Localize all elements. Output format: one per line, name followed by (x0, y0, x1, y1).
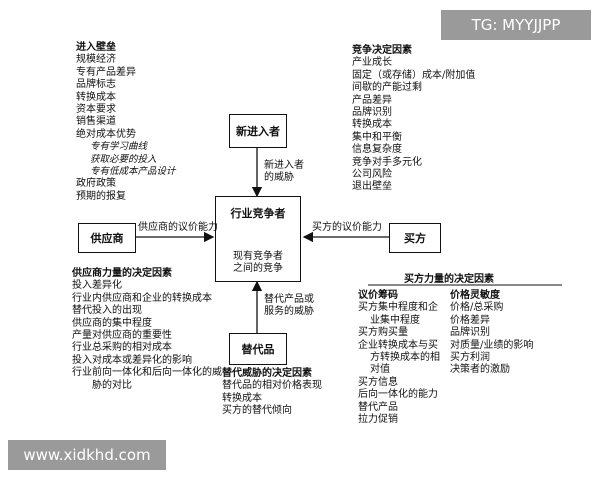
substitute-determinants-list: 替代威胁的决定因素 替代品的相对价格表现 转换成本 买方的替代倾向 (222, 368, 322, 418)
supplier-power-label: 供应商的议价能力 (138, 222, 218, 233)
buyer-determinants-title: 买方力量的决定因素 (404, 274, 494, 285)
bargaining-title: 议价筹码 (358, 290, 398, 301)
list-item: 竞争对手多元化 (352, 156, 422, 168)
list-item: 替代产品 (358, 401, 398, 413)
watermark-top: TG: MYYJJPP (441, 10, 591, 40)
list-item: 价格/总采购 (450, 302, 504, 314)
buyer-price-sensitivity-list: 价格灵敏度 价格/总采购 价格差异 品牌识别 对质量/业绩的影响 买方利润 决策… (450, 290, 533, 377)
industry-competitors-box: 行业竞争者 现有竞争者 之间的竞争 (215, 196, 301, 282)
supplier-determinants-list: 供应商力量的决定因素 投入差异化 行业内供应商和企业的转换成本 替代投入的出现 … (72, 268, 222, 392)
list-item: 买方利润 (450, 352, 490, 364)
list-item: 转换成本 (352, 119, 392, 131)
list-item: 产品差异 (352, 94, 392, 106)
buyers-box: 买方 (389, 223, 441, 253)
industry-competitors-label: 行业竞争者 (230, 207, 286, 220)
list-item: 政府政策 (76, 178, 116, 190)
list-item: 价格差异 (450, 314, 490, 326)
list-item: 行业前向一体化和后向一体化的威 (72, 367, 222, 379)
list-item: 集中和平衡 (352, 131, 402, 143)
list-item: 企业转换成本与买 (358, 339, 438, 351)
list-item: 专有产品差异 (76, 66, 136, 78)
list-item: 信息复杂度 (352, 144, 402, 156)
substitute-determinants-title: 替代威胁的决定因素 (222, 368, 312, 379)
list-subitem: 专有学习曲线 (90, 141, 148, 153)
list-item: 转换成本 (222, 392, 262, 404)
list-item: 供应商的集中程度 (72, 317, 152, 329)
list-item: 固定（或存储）成本/附加值 (352, 69, 476, 81)
buyer-bargaining-list: 议价筹码 买方集中程度和企 业集中程度 买方购买量 企业转换成本与买 方转换成本… (358, 290, 440, 426)
rivalry-determinants-list: 竞争决定因素 产业成长 固定（或存储）成本/附加值 间歇的产能过剩 产品差异 品… (352, 45, 475, 194)
entry-barriers-list: 进入壁垒 规模经济 专有产品差异 品牌标志 转换成本 资本要求 销售渠道 绝对成… (76, 42, 176, 203)
substitutes-box: 替代品 (229, 333, 287, 365)
list-subitem: 专有低成本产品设计 (90, 166, 176, 178)
list-item: 品牌标志 (76, 79, 116, 91)
list-item: 投入对成本或差异化的影响 (72, 354, 192, 366)
list-item: 业集中程度 (370, 314, 420, 326)
list-item: 行业总采购的相对成本 (72, 342, 172, 354)
list-item: 规模经济 (76, 54, 116, 66)
list-item: 决策者的激励 (450, 364, 510, 376)
list-item: 方转换成本的相 (370, 352, 440, 364)
list-item: 品牌识别 (450, 327, 490, 339)
list-item: 行业内供应商和企业的转换成本 (72, 292, 212, 304)
list-item: 拉力促销 (358, 414, 398, 426)
supplier-determinants-title: 供应商力量的决定因素 (72, 268, 172, 279)
list-item: 买方购买量 (358, 327, 408, 339)
list-item: 对值 (370, 364, 390, 376)
list-item: 对质量/业绩的影响 (450, 339, 534, 351)
price-sensitivity-title: 价格灵敏度 (450, 290, 500, 301)
list-subitem: 获取必要的投入 (90, 153, 157, 165)
list-item: 销售渠道 (76, 116, 116, 128)
list-item: 公司风险 (352, 169, 392, 181)
rivalry-determinants-title: 竞争决定因素 (352, 45, 412, 56)
list-item: 品牌识别 (352, 107, 392, 119)
list-item: 投入差异化 (72, 280, 122, 292)
list-item: 预期的报复 (76, 190, 126, 202)
list-item: 买方信息 (358, 376, 398, 388)
list-item: 间歇的产能过剩 (352, 82, 422, 94)
new-entrants-label: 新进入者 (236, 125, 280, 138)
list-item: 后向一体化的能力 (358, 389, 438, 401)
rivalry-label: 现有竞争者 之间的竞争 (233, 251, 283, 274)
watermark-bottom: www.xidkhd.com (8, 440, 166, 470)
list-item: 替代品的相对价格表现 (222, 380, 322, 392)
substitute-threat-label: 替代产品或 服务的威胁 (264, 294, 314, 317)
substitutes-label: 替代品 (241, 343, 275, 356)
entry-barriers-title: 进入壁垒 (76, 42, 116, 53)
list-item: 退出壁垒 (352, 181, 392, 193)
list-item: 买方的替代倾向 (222, 405, 292, 417)
list-item: 绝对成本优势 (76, 128, 136, 140)
list-item: 转换成本 (76, 91, 116, 103)
entrant-threat-label: 新进入者 的威胁 (264, 160, 304, 183)
suppliers-label: 供应商 (90, 232, 124, 245)
list-item: 产量对供应商的重要性 (72, 330, 172, 342)
buyer-power-label: 买方的议价能力 (312, 222, 382, 233)
list-item: 买方集中程度和企 (358, 302, 438, 314)
suppliers-box: 供应商 (78, 223, 136, 253)
new-entrants-box: 新进入者 (229, 114, 287, 148)
list-item: 产业成长 (352, 57, 392, 69)
list-item: 替代投入的出现 (72, 305, 142, 317)
list-item: 资本要求 (76, 104, 116, 116)
buyers-label: 买方 (404, 232, 426, 245)
list-item: 胁的对比 (92, 379, 132, 391)
